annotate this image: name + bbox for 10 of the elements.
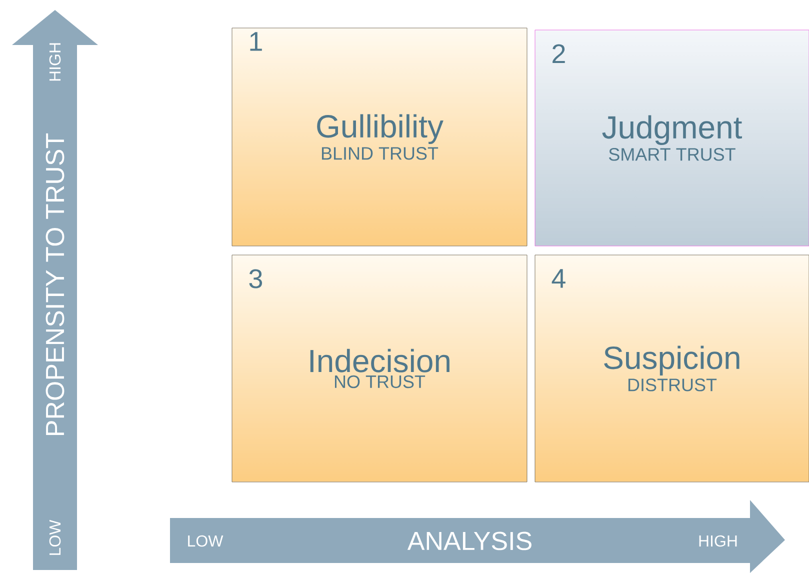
axis-label: HIGH — [49, 43, 61, 81]
quadrant-number: 4 — [552, 269, 566, 288]
axis-label: LOW — [49, 520, 61, 555]
axis-label: PROPENSITY TO TRUST — [46, 133, 64, 436]
axis-label: ANALYSIS — [407, 532, 532, 550]
axis-label: HIGH — [699, 535, 737, 547]
quadrant-number: 1 — [250, 32, 262, 51]
quadrant-number: 2 — [552, 44, 565, 64]
axis-label: LOW — [188, 535, 224, 547]
quadrant-number: 3 — [249, 269, 262, 288]
